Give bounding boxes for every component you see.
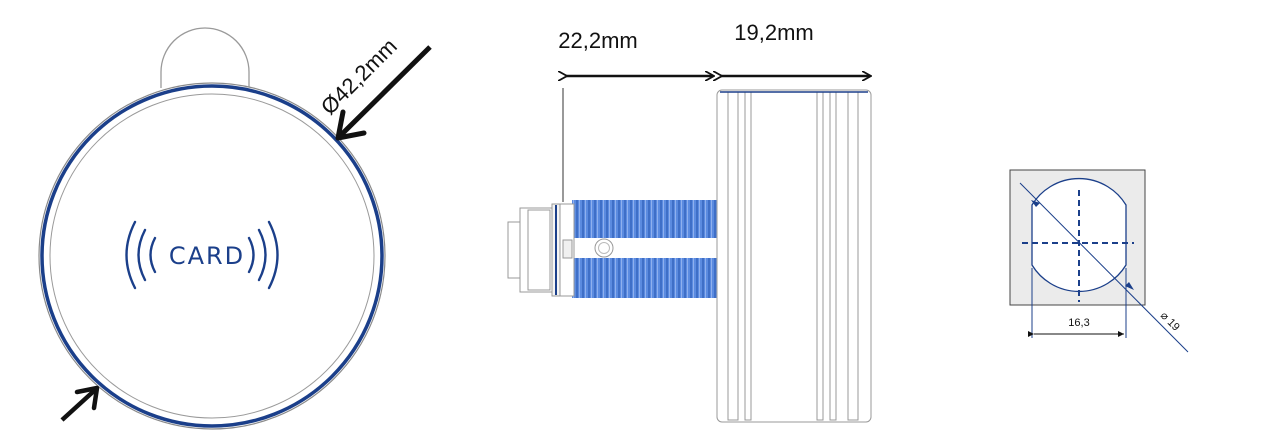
diameter-arrow [339, 45, 432, 137]
diameter-arrowhead [335, 109, 367, 141]
outer-ring [38, 82, 386, 430]
front-view: CARD Ø42,2mm [38, 27, 432, 430]
cutout-view: 16,3 ⌀ 19 [1009, 169, 1189, 353]
diameter-tick-top [1031, 200, 1040, 207]
thread-gap [572, 238, 720, 258]
inner-ring [49, 93, 375, 419]
cutout-diameter-label: ⌀ 19 [1158, 310, 1182, 334]
diameter-label: Ø42,2mm [316, 34, 402, 120]
hanging-tab [160, 27, 250, 88]
side-view: 22,2mm 19,2mm [507, 20, 872, 423]
lower-thread [572, 256, 720, 298]
rfid-waves-left-icon [125, 220, 157, 290]
diameter-tick-bottom [1125, 282, 1134, 290]
bolt-length-label: 22,2mm [558, 28, 637, 53]
pin-hole [594, 238, 614, 258]
bottom-arrowhead [74, 385, 100, 411]
card-label: CARD [169, 242, 245, 270]
body-length-label: 19,2mm [734, 20, 813, 45]
diameter-leader [1019, 182, 1189, 353]
upper-thread [572, 200, 720, 240]
pin-hole-inner [598, 242, 610, 254]
nut-assembly [507, 203, 575, 297]
width-label: 16,3 [1068, 317, 1089, 329]
lock-body [716, 89, 872, 423]
blue-ring [40, 84, 384, 428]
rfid-waves-right-icon [247, 220, 279, 290]
bottom-arrow [60, 388, 97, 422]
